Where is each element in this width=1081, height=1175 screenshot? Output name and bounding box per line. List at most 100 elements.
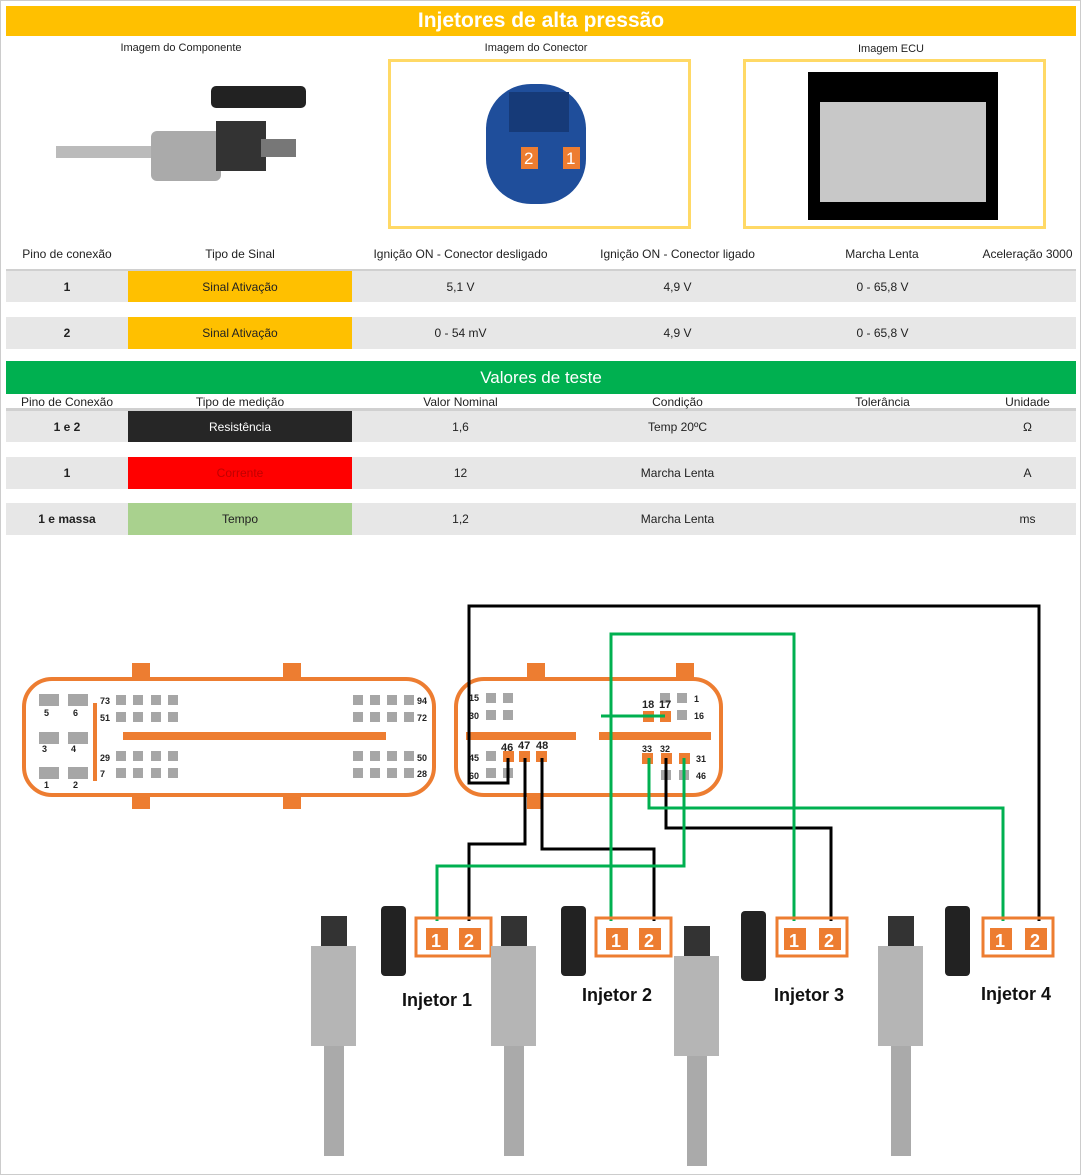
col-header: Pino de conexão [22,246,112,261]
page-title: Injetores de alta pressão [6,6,1076,36]
cell: 1,2 [452,512,469,526]
pin-label: 33 [642,744,652,754]
pin-label: 2 [73,780,78,790]
ecu-image [743,59,1046,229]
injector-3: 1 2 Injetor 3 [674,911,849,1166]
pin-label: 4 [71,744,76,754]
pin-label: 32 [660,744,670,754]
injector-2: 1 2 Injetor 2 [491,906,673,1156]
col-header: Valor Nominal [423,394,498,409]
pin-label: 6 [73,708,78,718]
cell: Ω [1023,419,1032,434]
col-header: Unidade [1005,394,1050,409]
pin-label: 94 [417,696,427,706]
signal-type: Sinal Ativação [128,271,352,302]
pin: 1 e 2 [53,419,81,434]
injector-pin: 1 [995,931,1005,951]
pin-label: 60 [469,771,479,781]
pin-label: 1 [694,694,699,704]
injector-pin: 1 [431,931,441,951]
cell: 0 - 65,8 V [856,326,909,340]
col-header: Condição [652,394,703,409]
cell: Temp 20ºC [647,419,708,434]
injector-pin: 2 [1030,931,1040,951]
connector-pin-2: 2 [524,149,533,168]
col-header: Tipo de medição [195,394,285,409]
injector-pin: 1 [789,931,799,951]
cell: A [1023,466,1032,480]
table-row: 1 Sinal Ativação 5,1 V 4,9 V 0 - 65,8 V [6,271,1076,302]
measure-type: Resistência [128,411,352,442]
pin-label: 48 [536,740,548,752]
table-row: 1 e 2 Resistência 1,6 Temp 20ºC Ω [6,411,1076,442]
col-header: Ignição ON - Conector desligado [373,246,548,261]
table-row: 1 e massa Tempo 1,2 Marcha Lenta ms [6,503,1076,535]
injector-pin: 2 [464,931,474,951]
pin: 2 [63,326,71,340]
pin-label: 31 [696,754,706,764]
col-header: Tolerância [855,394,910,409]
pin-label: 29 [100,753,110,763]
cell: 1,6 [452,419,469,434]
injector-image [56,86,306,181]
col-header: Pino de Conexão [20,394,114,409]
injector-pin: 2 [644,931,654,951]
cell: Marcha Lenta [640,466,715,480]
pin-label: 15 [469,693,479,703]
component-image-caption: Imagem do Componente [120,42,242,54]
pin: 1 [63,466,71,480]
cell: 4,9 V [663,279,692,294]
pin-label: 3 [42,744,47,754]
test-table-header: Pino de Conexão Tipo de medição Valor No… [6,395,1076,411]
cell: 0 - 54 mV [434,326,487,340]
cell: Marcha Lenta [640,512,715,526]
signal-type: Sinal Ativação [128,317,352,349]
cell: 0 - 65,8 V [856,279,909,294]
cell: 12 [453,466,468,480]
pin: 1 [63,279,71,294]
pin: 1 e massa [38,512,96,526]
test-section-title: Valores de teste [6,361,1076,394]
pin-label: 46 [696,771,706,781]
injector-1: 1 2 Injetor 1 [311,906,493,1156]
table-row: 2 Sinal Ativação 0 - 54 mV 4,9 V 0 - 65,… [6,317,1076,349]
col-header: Marcha Lenta [845,246,919,261]
pin-label: 51 [100,713,110,723]
pin-label: 30 [469,711,479,721]
signal-table-header: Pino de conexão Tipo de Sinal Ignição ON… [6,238,1076,272]
pin-label: 50 [417,753,427,763]
measure-type: Corrente [128,457,352,489]
injector-label: Injetor 4 [981,984,1051,1004]
measure-type: Tempo [128,503,352,535]
connector-image-caption: Imagem do Conector [484,42,588,54]
injector-4: 1 2 Injetor 4 [878,906,1055,1156]
pin-label: 1 [44,780,49,790]
pin-label: 7 [100,769,105,779]
pin-label: 73 [100,696,110,706]
pin-label: 17 [659,699,671,711]
injectors: 1 2 Injetor 1 1 2 Injetor 2 1 2 Injetor … [311,906,1055,1166]
injector-pin: 1 [611,931,621,951]
injector-label: Injetor 3 [774,985,844,1005]
pin-label: 16 [694,711,704,721]
pin-label: 72 [417,713,427,723]
pin-label: 28 [417,769,427,779]
pin-label: 5 [44,708,49,718]
connector-image: 2 1 [388,59,691,229]
pin-label: 47 [518,740,530,752]
connector-pin-1: 1 [566,149,575,168]
col-header: Tipo de Sinal [205,246,275,261]
pin-label: 46 [501,742,513,754]
cell: 5,1 V [446,279,475,294]
injector-label: Injetor 1 [402,990,472,1010]
injector-pin: 2 [824,931,834,951]
col-header: Ignição ON - Conector ligado [600,246,755,261]
cell: ms [1019,512,1036,526]
col-header: Aceleração 3000 [982,246,1073,261]
ecu-image-caption: Imagem ECU [857,43,925,55]
table-row: 1 Corrente 12 Marcha Lenta A [6,457,1076,489]
cell: 4,9 V [663,326,692,340]
injector-label: Injetor 2 [582,985,652,1005]
